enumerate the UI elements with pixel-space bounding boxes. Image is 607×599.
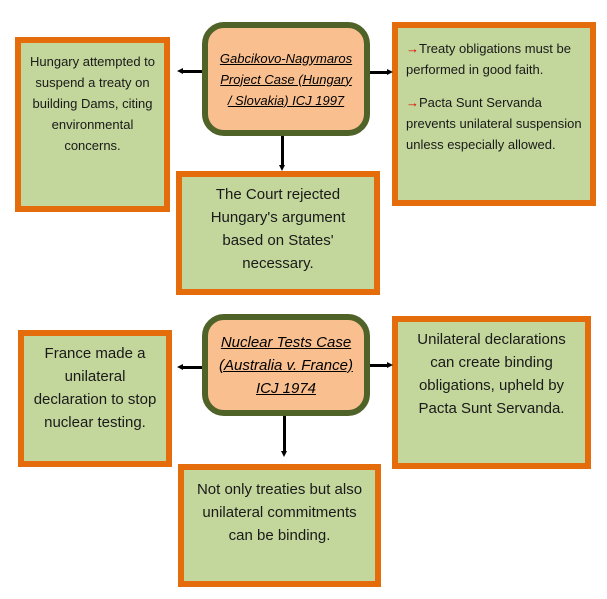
- principle-box-nuclear-tests: Unilateral declarations can create bindi…: [392, 316, 591, 469]
- facts-text: France made a unilateral declaration to …: [33, 345, 157, 431]
- facts-text: Hungary attempted to suspend a treaty on…: [29, 54, 156, 153]
- connector-down: [283, 416, 286, 452]
- connector-right: [370, 71, 388, 74]
- principles-box-gabcikovo: →Treaty obligations must be performed in…: [392, 22, 596, 206]
- principle-text: Pacta Sunt Servanda prevents unilateral …: [406, 95, 582, 152]
- case-title: Gabcikovo-Nagymaros Project Case (Hungar…: [219, 50, 353, 108]
- principle-item: →Treaty obligations must be performed in…: [406, 38, 582, 80]
- case-title: Nuclear Tests Case (Australia v. France)…: [219, 333, 353, 397]
- conclusion-box-nuclear-tests: Not only treaties but also unilateral co…: [178, 464, 381, 587]
- connector-left: [182, 366, 202, 369]
- connector-down: [281, 136, 284, 166]
- arrowhead-icon: [177, 68, 183, 74]
- arrowhead-icon: [279, 165, 285, 171]
- conclusion-text: Not only treaties but also unilateral co…: [196, 481, 363, 544]
- holding-box-gabcikovo: The Court rejected Hungary's argument ba…: [176, 171, 380, 295]
- holding-text: The Court rejected Hungary's argument ba…: [210, 186, 346, 272]
- arrowhead-icon: [281, 451, 287, 457]
- connector-right: [370, 364, 388, 367]
- case-box-nuclear-tests: Nuclear Tests Case (Australia v. France)…: [202, 314, 370, 416]
- facts-box-gabcikovo: Hungary attempted to suspend a treaty on…: [15, 37, 170, 212]
- right-arrow-icon: →: [406, 41, 419, 56]
- arrowhead-icon: [177, 364, 183, 370]
- connector-left: [182, 70, 202, 73]
- principle-text: Treaty obligations must be performed in …: [406, 41, 571, 77]
- principle-text: Unilateral declarations can create bindi…: [417, 331, 566, 417]
- facts-box-nuclear-tests: France made a unilateral declaration to …: [18, 330, 172, 467]
- case-box-gabcikovo: Gabcikovo-Nagymaros Project Case (Hungar…: [202, 22, 370, 136]
- principle-item: →Pacta Sunt Servanda prevents unilateral…: [406, 92, 582, 155]
- right-arrow-icon: →: [406, 95, 419, 110]
- arrowhead-icon: [387, 69, 393, 75]
- arrowhead-icon: [387, 362, 393, 368]
